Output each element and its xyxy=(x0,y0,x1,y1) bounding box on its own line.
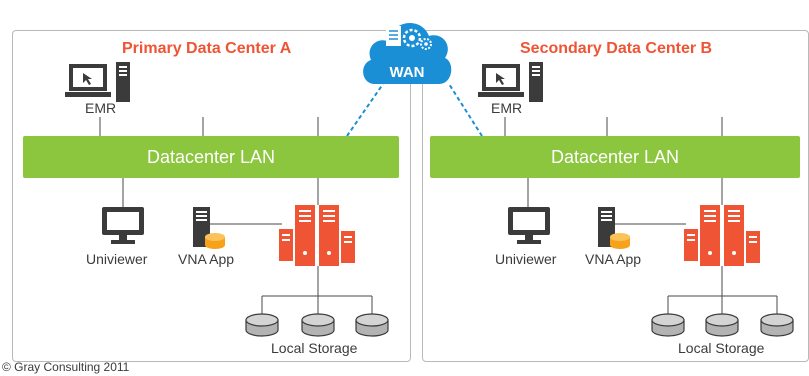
datacenter-b-title: Secondary Data Center B xyxy=(520,40,713,57)
vna-app-label: VNA App xyxy=(585,251,642,267)
local-storage-label: Local Storage xyxy=(678,340,765,356)
vna-app-server-icon xyxy=(193,207,225,249)
datacenter-lan-bar: Datacenter LAN xyxy=(23,136,399,178)
storage-disk-icon xyxy=(705,313,739,337)
univiewer-monitor-icon xyxy=(508,207,550,244)
emr-label: EMR xyxy=(85,100,117,116)
storage-disk-icon xyxy=(355,313,389,337)
storage-disk-icon xyxy=(760,313,794,337)
emr-workstation-icon xyxy=(478,62,543,102)
wan-cloud-icon xyxy=(363,23,452,84)
emr-label: EMR xyxy=(491,100,523,116)
red-server-cluster-icon xyxy=(279,205,355,266)
local-storage-label: Local Storage xyxy=(271,340,358,356)
red-server-cluster-icon xyxy=(684,205,760,266)
univiewer-label: Univiewer xyxy=(495,251,557,267)
storage-disk-icon xyxy=(301,313,335,337)
datacenter-lan-bar: Datacenter LAN xyxy=(430,136,800,178)
storage-disk-icon xyxy=(651,313,685,337)
wan-label: WAN xyxy=(389,64,425,81)
vna-app-server-icon xyxy=(598,207,630,249)
vna-app-label: VNA App xyxy=(178,251,235,267)
storage-disk-icon xyxy=(245,313,279,337)
copyright-footer: © Gray Consulting 2011 xyxy=(2,360,130,374)
datacenter-a-title: Primary Data Center A xyxy=(122,40,292,57)
univiewer-monitor-icon xyxy=(102,207,144,244)
emr-workstation-icon xyxy=(65,62,130,102)
univiewer-label: Univiewer xyxy=(86,251,148,267)
